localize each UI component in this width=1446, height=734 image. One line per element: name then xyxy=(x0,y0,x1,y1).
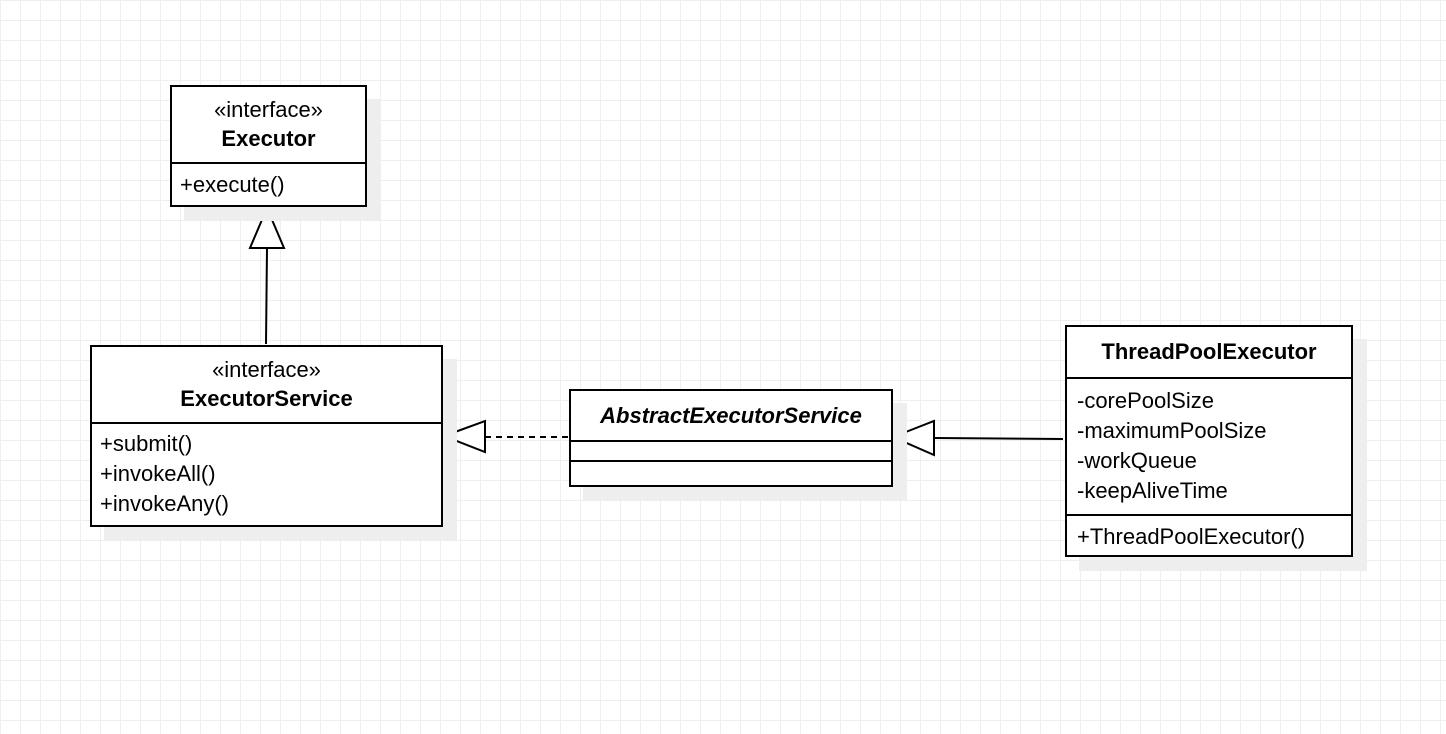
operations-compartment: +execute() xyxy=(172,164,365,202)
class-header: ThreadPoolExecutor xyxy=(1067,327,1351,379)
generalization-line-executorservice-executor xyxy=(265,247,268,345)
operation-item: +invokeAny() xyxy=(100,491,230,516)
operation-item: +ThreadPoolExecutor() xyxy=(1077,524,1306,549)
realization-arrowhead-executorservice xyxy=(441,419,486,454)
class-thread-pool-executor[interactable]: ThreadPoolExecutor -corePoolSize -maximu… xyxy=(1065,325,1353,557)
class-name: ExecutorService xyxy=(180,385,353,411)
class-name: AbstractExecutorService xyxy=(600,402,862,428)
attribute-item: -corePoolSize xyxy=(1077,388,1214,413)
operations-compartment: +submit() +invokeAll() +invokeAny() xyxy=(92,424,441,521)
generalization-line-threadpool-abstract xyxy=(933,437,1064,440)
operation-item: +execute() xyxy=(180,172,285,197)
class-abstract-executor-service[interactable]: AbstractExecutorService xyxy=(569,389,893,487)
generalization-arrowhead-abstract xyxy=(890,419,935,457)
class-header: AbstractExecutorService xyxy=(571,391,891,442)
class-executor[interactable]: «interface» Executor +execute() xyxy=(170,85,367,207)
attributes-compartment: -corePoolSize -maximumPoolSize -workQueu… xyxy=(1067,379,1351,516)
operations-compartment xyxy=(571,462,891,485)
operations-compartment: +ThreadPoolExecutor() xyxy=(1067,516,1351,552)
generalization-arrowhead-executor xyxy=(248,205,286,249)
stereotype-label: «interface» xyxy=(212,356,321,382)
class-executor-service[interactable]: «interface» ExecutorService +submit() +i… xyxy=(90,345,443,527)
attribute-item: -keepAliveTime xyxy=(1077,478,1228,503)
attribute-item: -workQueue xyxy=(1077,448,1197,473)
attributes-compartment xyxy=(571,442,891,462)
stereotype-label: «interface» xyxy=(214,96,323,122)
attribute-item: -maximumPoolSize xyxy=(1077,418,1267,443)
class-header: «interface» Executor xyxy=(172,87,365,164)
class-name: ThreadPoolExecutor xyxy=(1101,339,1317,364)
operation-item: +submit() xyxy=(100,431,193,456)
class-header: «interface» ExecutorService xyxy=(92,347,441,424)
operation-item: +invokeAll() xyxy=(100,461,216,486)
class-name: Executor xyxy=(221,125,316,151)
